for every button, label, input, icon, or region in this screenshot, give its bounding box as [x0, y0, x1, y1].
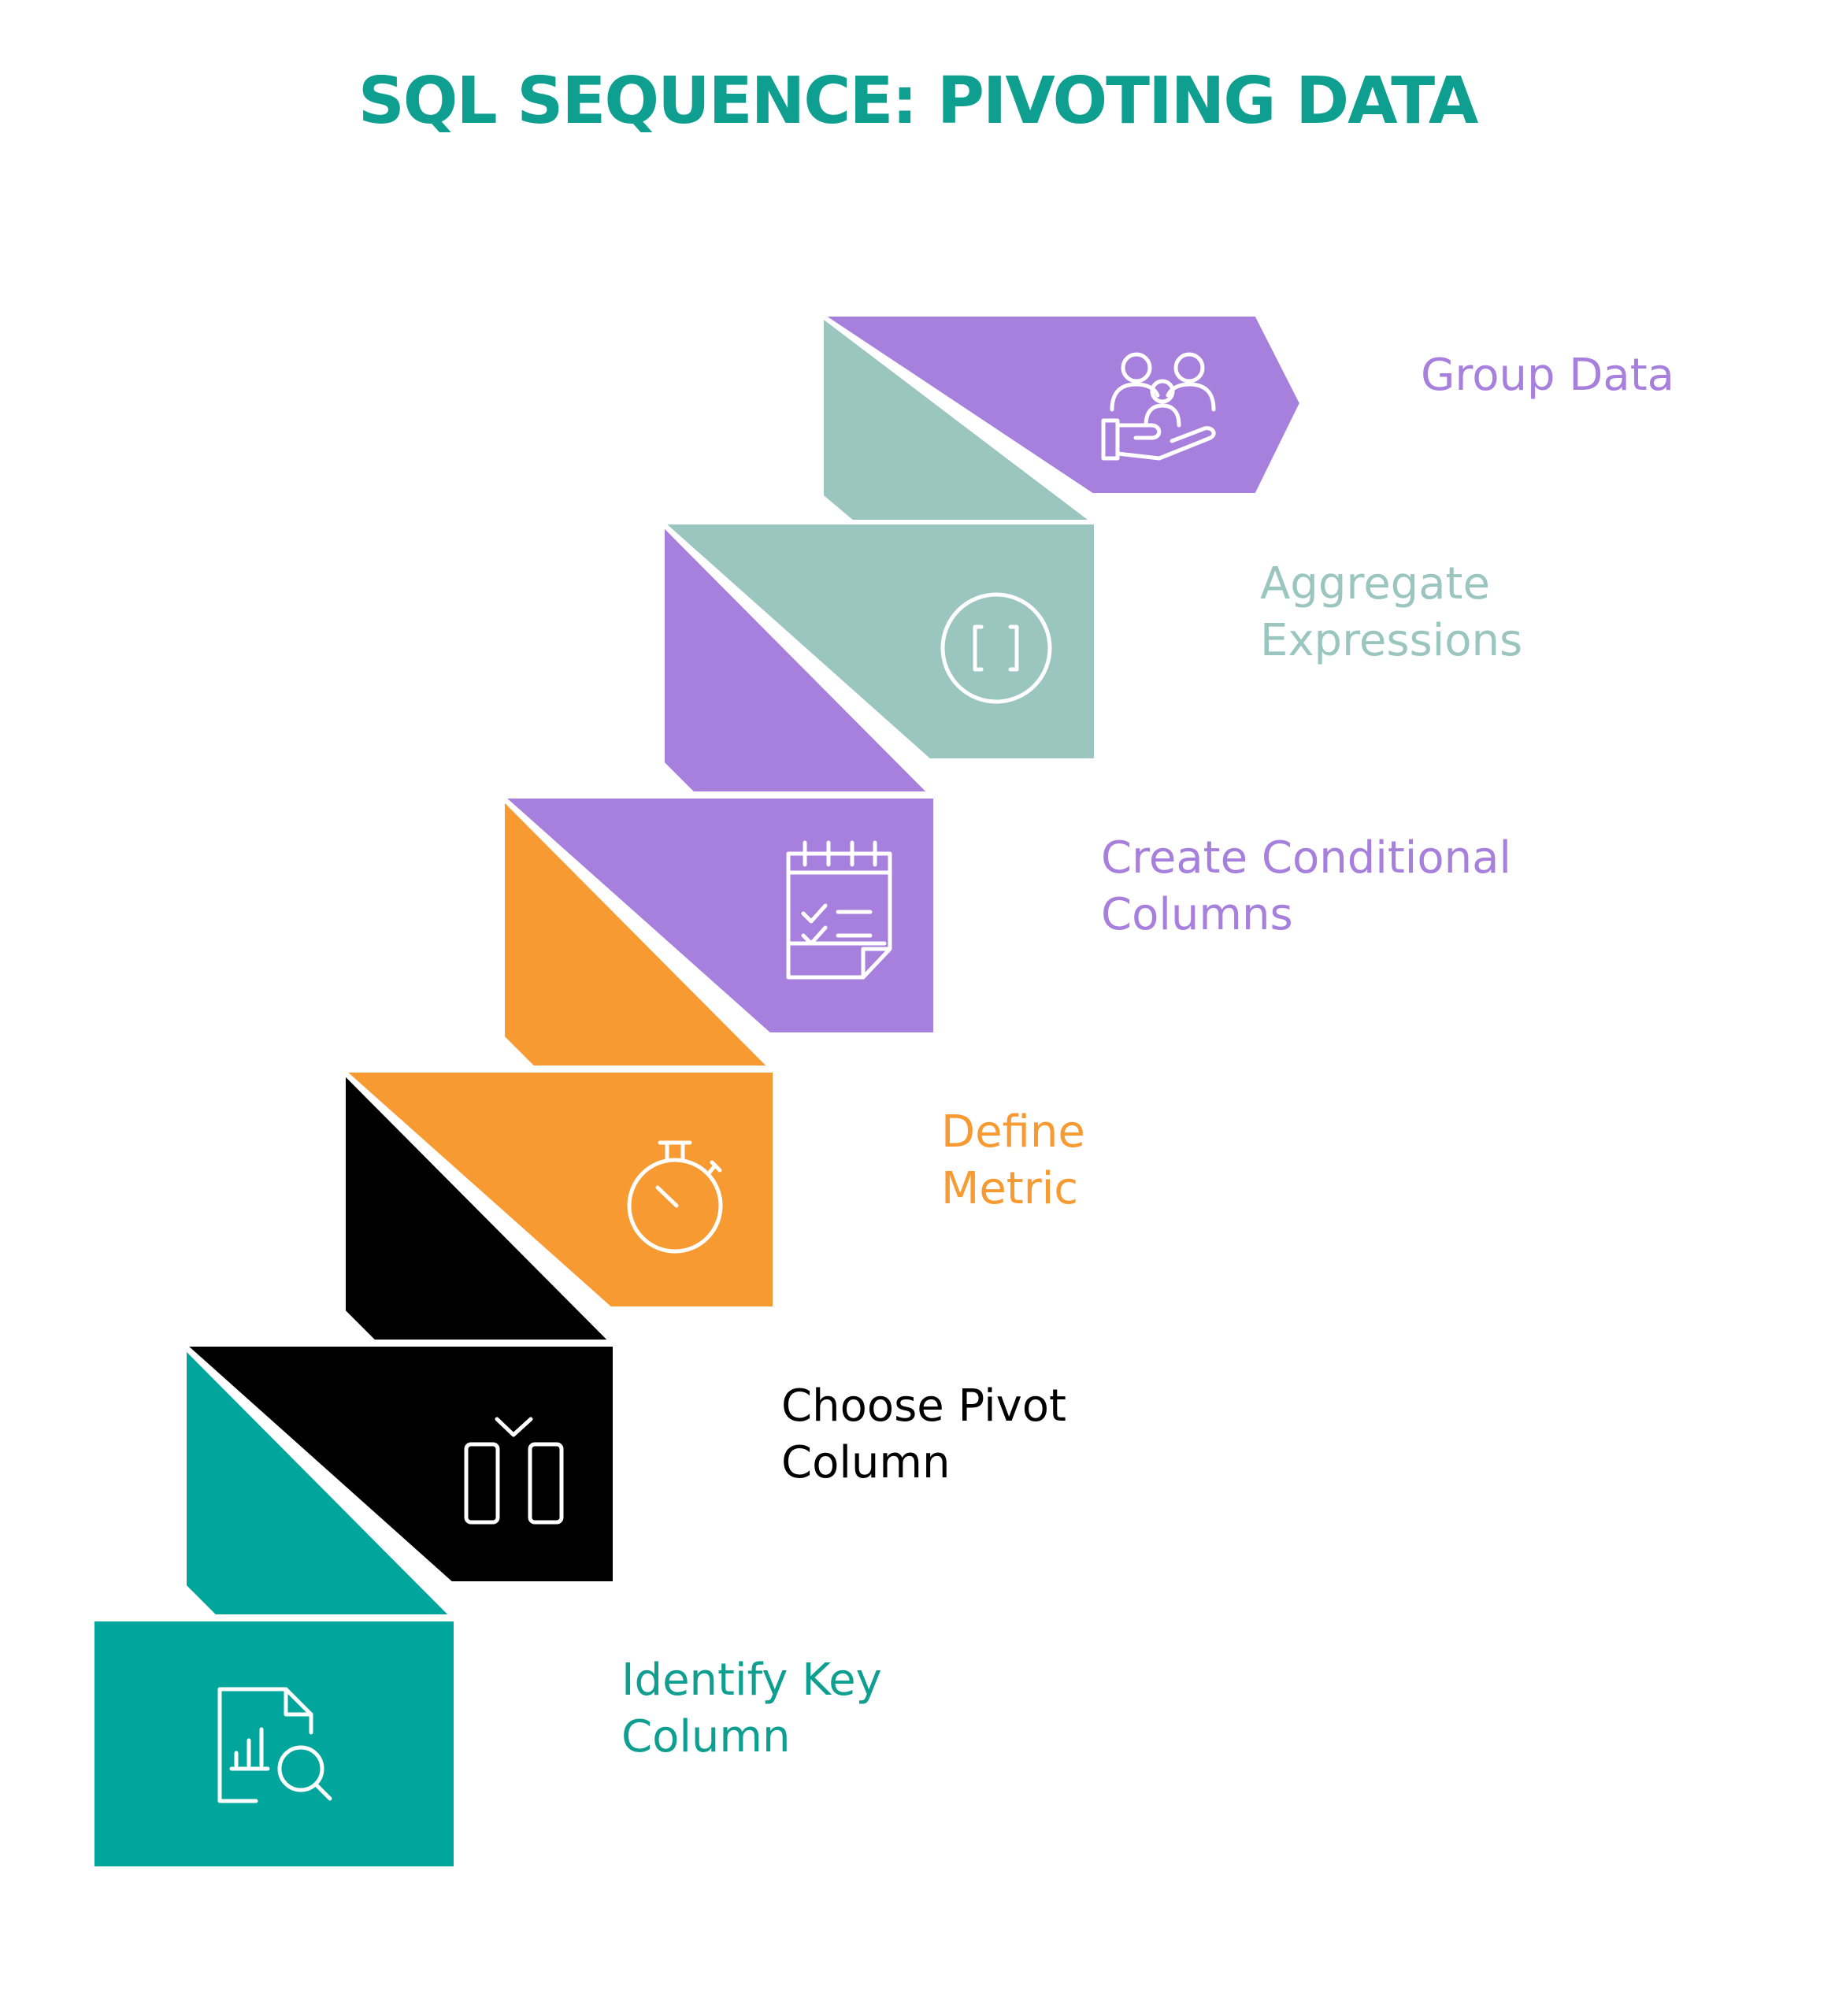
step-label-group-data: Group Data [1421, 347, 1674, 404]
step-1-label-line-1: Identify Key [621, 1655, 882, 1706]
step-label-define-metric: Define Metric [941, 1104, 1085, 1217]
step-4-label-line-1: Create Conditional [1101, 832, 1511, 884]
step-2-label-line-2: Column [781, 1437, 951, 1488]
fold-black [343, 1072, 612, 1343]
checklist-calendar-icon [786, 840, 892, 980]
step-label-aggregate-expressions: Aggregate Expressions [1260, 556, 1522, 669]
step-3-label-line-1: Define [941, 1106, 1085, 1158]
group-hand-icon [1101, 352, 1216, 461]
step-5-label-line-2: Expressions [1260, 615, 1523, 666]
pivot-columns-icon [464, 1417, 564, 1525]
step-1-label-line-2: Column [621, 1711, 791, 1762]
step-5-label-line-1: Aggregate [1260, 558, 1490, 610]
step-label-identify-key-column: Identify Key Column [621, 1652, 882, 1766]
diagram-title: SQL SEQUENCE: PIVOTING DATA [358, 64, 1479, 139]
step-2-label-line-1: Choose Pivot [781, 1380, 1067, 1432]
fold-purple [662, 524, 931, 795]
step-card-2 [184, 1343, 616, 1584]
step-label-choose-pivot-column: Choose Pivot Column [781, 1378, 1066, 1492]
fold-orange [502, 798, 771, 1069]
step-4-label-line-2: Columns [1101, 889, 1293, 940]
step-label-create-conditional-columns: Create Conditional Columns [1101, 830, 1511, 943]
step-card-1 [91, 1618, 457, 1870]
step-3-label-line-2: Metric [941, 1163, 1079, 1214]
brackets-circle-icon [940, 592, 1052, 704]
document-search-icon [217, 1687, 332, 1803]
fold-teal [184, 1347, 453, 1618]
step-6-label-line-1: Group Data [1421, 350, 1674, 401]
stopwatch-icon [627, 1140, 723, 1254]
